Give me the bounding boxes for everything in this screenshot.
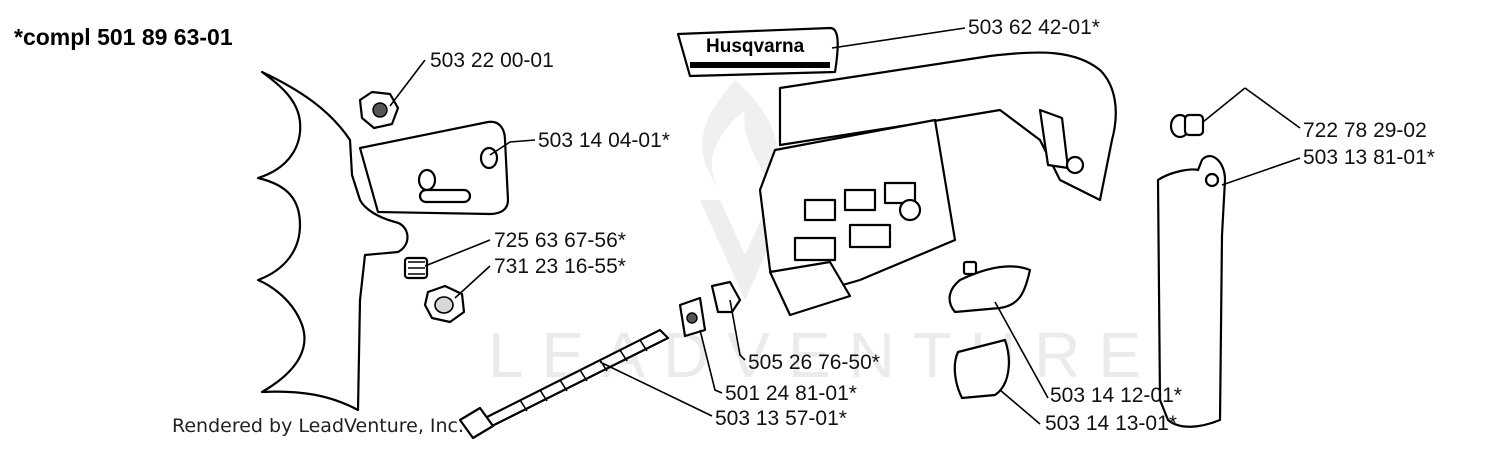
chain-catcher-1 [948,260,1032,314]
part-label-503-22-00-01[interactable]: 503 22 00-01 [430,49,554,72]
part-label-503-14-04-01[interactable]: 503 14 04-01* [538,129,670,152]
pin-rivet [1169,87,1246,139]
clutch-cover [758,51,1117,317]
assembly-title: *compl 501 89 63-01 [14,24,233,50]
part-label-503-14-12-01[interactable]: 503 14 12-01* [1050,384,1182,407]
part-label-503-14-13-01[interactable]: 503 14 13-01* [1045,412,1177,435]
leader-lines [389,27,1301,425]
tensioner-plate [358,120,510,216]
logo-plate [676,26,839,78]
part-label-505-26-76-50[interactable]: 505 26 76-50* [748,351,880,374]
nut-top [358,90,400,130]
part-label-722-78-29-02[interactable]: 722 78 29-02 [1303,119,1427,142]
tensioner-screw [458,328,670,440]
part-label-503-13-81-01[interactable]: 503 13 81-01* [1303,146,1435,169]
brand-logo-text: Husqvarna [706,36,805,57]
part-label-503-62-42-01[interactable]: 503 62 42-01* [968,16,1100,39]
part-label-731-23-16-55[interactable]: 731 23 16-55* [494,255,626,278]
nut-left [423,284,466,324]
cover-plate [1156,155,1227,428]
adjuster-pin [710,280,742,314]
part-label-501-24-81-01[interactable]: 501 24 81-01* [725,382,857,405]
chain-catcher-2 [953,338,1010,400]
screw-left [403,256,429,280]
credit-text: Rendered by LeadVenture, Inc. [172,415,465,437]
bumper-spike-plate [256,70,409,412]
square-washer [678,296,707,338]
part-label-725-63-67-56[interactable]: 725 63 67-56* [494,229,626,252]
part-label-503-13-57-01[interactable]: 503 13 57-01* [715,407,847,430]
